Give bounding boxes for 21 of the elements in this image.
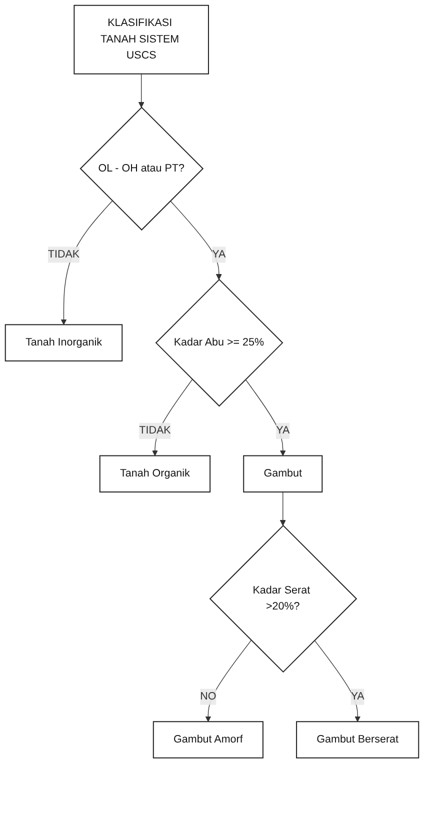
node-box: Gambut xyxy=(243,455,323,492)
edge-label: YA xyxy=(350,690,364,702)
arrow xyxy=(170,200,222,280)
node-box: KLASIFIKASI TANAH SISTEM USCS xyxy=(74,4,209,74)
node-box: Tanah Organik xyxy=(99,455,211,492)
edge-label: YA xyxy=(212,248,226,260)
edge-label: TIDAK xyxy=(48,248,80,260)
arrow xyxy=(205,640,252,722)
arrow xyxy=(245,379,286,456)
node-diamond: Kadar Serat >20%? xyxy=(209,524,358,673)
node-diamond: OL - OH atau PT? xyxy=(80,106,204,231)
node-box: Gambut Amorf xyxy=(152,721,264,758)
node-box: Tanah Inorganik xyxy=(4,324,123,362)
node-box: Gambut Berserat xyxy=(296,721,420,758)
arrow xyxy=(138,74,144,108)
edge-label: YA xyxy=(276,424,290,436)
arrow xyxy=(280,492,286,526)
edge-label: TIDAK xyxy=(139,424,171,436)
node-diamond: Kadar Abu >= 25% xyxy=(155,278,284,407)
arrow xyxy=(314,640,361,722)
edge-label: NO xyxy=(200,690,216,702)
